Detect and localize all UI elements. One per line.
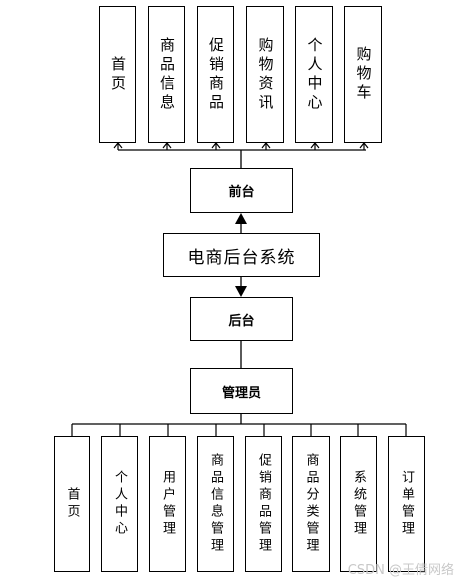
admin-module-category-management: 商品分类管理 xyxy=(292,436,330,572)
front-module-label: 个人中心 xyxy=(305,36,324,113)
back-node: 后台 xyxy=(190,297,293,341)
front-module-home: 首页 xyxy=(99,6,136,143)
front-module-promotions: 促销商品 xyxy=(197,6,234,143)
admin-node-label: 管理员 xyxy=(221,385,261,401)
front-module-label: 购物资讯 xyxy=(256,36,275,113)
front-module-label: 商品信息 xyxy=(158,36,176,113)
admin-module-order-management: 订单管理 xyxy=(388,436,425,572)
admin-module-label: 促销商品管理 xyxy=(256,453,271,555)
admin-module-home: 首页 xyxy=(54,436,90,572)
front-module-label: 促销商品 xyxy=(207,36,225,113)
front-module-label: 购物车 xyxy=(354,46,373,103)
front-module-personal-center: 个人中心 xyxy=(295,6,333,143)
admin-node: 管理员 xyxy=(190,368,293,414)
watermark: CSDN @王倩网络 xyxy=(347,563,454,578)
front-module-product-info: 商品信息 xyxy=(148,6,185,143)
admin-module-label: 商品分类管理 xyxy=(303,453,319,555)
center-system-node: 电商后台系统 xyxy=(163,233,320,277)
front-module-shopping-news: 购物资讯 xyxy=(246,6,284,143)
admin-module-label: 订单管理 xyxy=(399,470,414,538)
front-module-cart: 购物车 xyxy=(344,6,382,143)
admin-module-system-management: 系统管理 xyxy=(340,436,377,572)
admin-module-label: 首页 xyxy=(64,487,80,521)
front-node: 前台 xyxy=(190,168,293,213)
front-node-label: 前台 xyxy=(228,185,255,200)
admin-module-user-management: 用户管理 xyxy=(149,436,186,572)
admin-module-promotion-management: 促销商品管理 xyxy=(245,436,282,572)
admin-module-personal-center: 个人中心 xyxy=(101,436,138,572)
admin-module-product-info-management: 商品信息管理 xyxy=(197,436,234,572)
admin-module-label: 用户管理 xyxy=(160,470,175,538)
front-branches xyxy=(113,142,369,150)
admin-branches xyxy=(71,424,407,436)
center-to-front-arrow xyxy=(235,213,247,224)
back-node-label: 后台 xyxy=(228,313,255,329)
front-module-label: 首页 xyxy=(109,55,127,94)
admin-module-label: 个人中心 xyxy=(112,470,127,538)
center-system-label: 电商后台系统 xyxy=(187,247,296,268)
admin-module-label: 商品信息管理 xyxy=(208,453,223,555)
admin-module-label: 系统管理 xyxy=(351,470,366,538)
center-to-back-arrow xyxy=(235,286,247,297)
